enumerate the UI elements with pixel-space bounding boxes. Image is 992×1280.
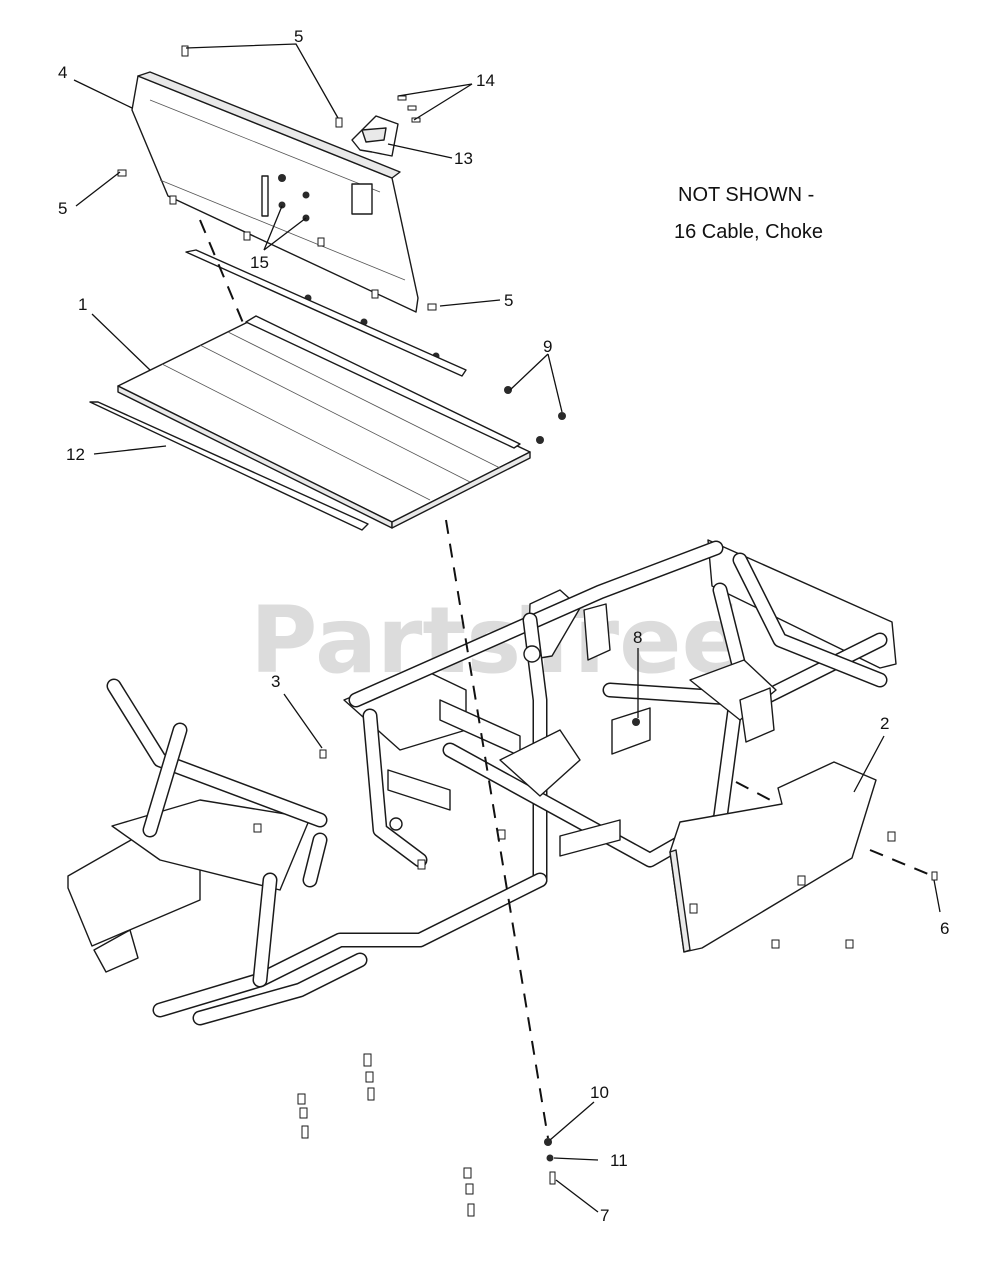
callout-2: 2 (880, 714, 889, 733)
callout-12: 12 (66, 445, 85, 464)
assembly-line-main (199, 219, 247, 331)
callout-5-left: 5 (58, 199, 67, 218)
assembly-line-skid (735, 781, 779, 805)
callout-13: 13 (454, 149, 473, 168)
callout-10: 10 (590, 1083, 609, 1102)
callout-15: 15 (250, 253, 269, 272)
part-4-panel (131, 71, 419, 313)
callout-5-top: 5 (294, 27, 303, 46)
callout-6: 6 (940, 919, 949, 938)
callout-1: 1 (78, 295, 87, 314)
callout-3: 3 (271, 672, 280, 691)
not-shown-note-title: NOT SHOWN - (678, 184, 814, 206)
assembly-line-center (445, 519, 549, 1139)
callout-14: 14 (476, 71, 495, 90)
part-1-tray (117, 315, 531, 529)
part-9-nut-a (504, 386, 512, 394)
assembly-line-right (869, 849, 929, 875)
leader-lines (73, 43, 941, 1213)
callout-5-right: 5 (504, 291, 513, 310)
not-shown-note-item: 16 Cable, Choke (674, 221, 823, 243)
callout-8: 8 (633, 628, 642, 647)
part-12-strip (89, 401, 369, 531)
callout-7: 7 (600, 1206, 609, 1225)
frame-hardware (253, 749, 938, 1217)
part-13-bracket (351, 115, 399, 157)
part-11-washer (546, 1154, 554, 1162)
part-7-bolt (549, 1171, 556, 1185)
callout-11: 11 (610, 1151, 628, 1170)
upper-strip (185, 249, 467, 377)
part-2-skid-plate (669, 761, 877, 953)
callout-9: 9 (543, 337, 552, 356)
top-hardware (117, 45, 440, 360)
part-9-nut-b (558, 412, 566, 420)
part-9-nut-c (536, 436, 544, 444)
callout-4: 4 (58, 63, 67, 82)
